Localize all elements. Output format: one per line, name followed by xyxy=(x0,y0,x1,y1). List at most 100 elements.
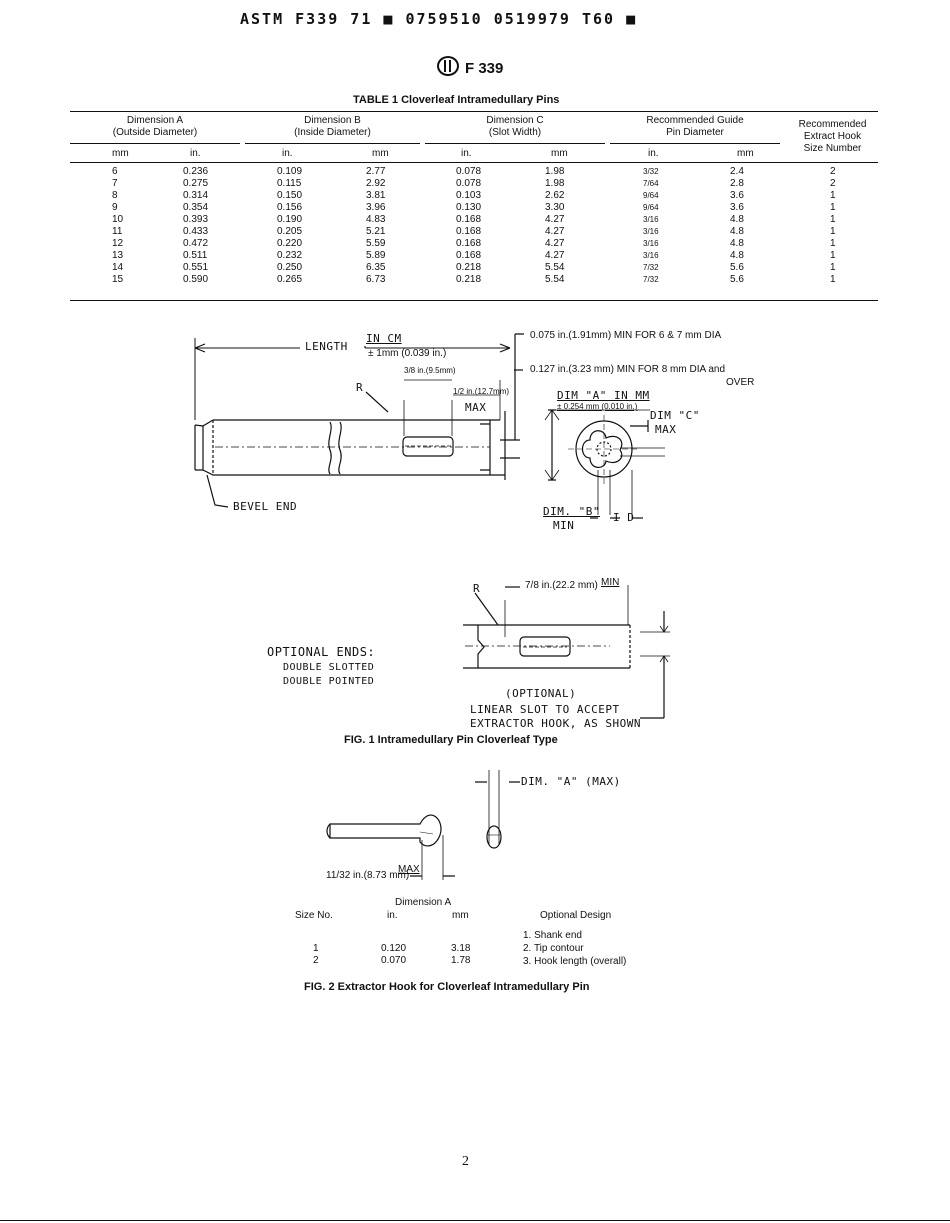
unit-header: in. xyxy=(648,148,659,159)
extractor-hook-label: EXTRACTOR HOOK, AS SHOWN xyxy=(470,717,641,730)
table-cell: 0.205 xyxy=(277,226,303,237)
radius-label: R xyxy=(356,381,364,394)
table-cell: 3.81 xyxy=(366,190,386,201)
table-cell: 9 xyxy=(112,202,118,213)
fig2-size-cell: 2 xyxy=(313,955,319,966)
header-rule xyxy=(70,162,878,163)
table-cell: 6.73 xyxy=(366,274,386,285)
table-cell: 3.6 xyxy=(730,202,744,213)
table-cell: 0.393 xyxy=(183,214,209,225)
table-cell: 2 xyxy=(830,178,836,189)
table-cell: 7/32 xyxy=(643,263,659,272)
max-label: MAX xyxy=(465,401,487,414)
document-code: ASTM F339 71 ■ 0759510 0519979 T60 ■ xyxy=(240,10,638,28)
column-group-line2: Pin Diameter xyxy=(666,127,724,138)
page-bottom-rule xyxy=(0,1220,950,1221)
table-cell: 14 xyxy=(112,262,124,273)
dimension-a-header: Dimension A xyxy=(395,897,452,908)
table-cell: 4.27 xyxy=(545,226,565,237)
table-cell: 3.6 xyxy=(730,190,744,201)
table-cell: 4.8 xyxy=(730,238,744,249)
table-cell: 2.77 xyxy=(366,166,386,177)
table-cell: 4.83 xyxy=(366,214,386,225)
table-cell: 4.27 xyxy=(545,238,565,249)
group-underline xyxy=(70,143,240,144)
table-cell: 1.98 xyxy=(545,166,565,177)
optional-design-header: Optional Design xyxy=(540,910,612,921)
table-cell: 0.218 xyxy=(456,274,482,285)
table-cell: 5.21 xyxy=(366,226,386,237)
table-cell: 1 xyxy=(830,262,836,273)
table-bottom-rule xyxy=(70,300,878,301)
table-cell: 0.265 xyxy=(277,274,303,285)
table-cell: 0.168 xyxy=(456,238,482,249)
table-cell: 0.314 xyxy=(183,190,209,201)
optional-label: (OPTIONAL) xyxy=(505,687,577,700)
optional-design-item: 2. Tip contour xyxy=(523,943,584,954)
fig2-in-cell: 0.070 xyxy=(381,955,407,966)
table-cell: 0.433 xyxy=(183,226,209,237)
in-cm-label: IN CM xyxy=(366,332,402,345)
table-cell: 6 xyxy=(112,166,118,177)
table-cell: 3/16 xyxy=(643,251,659,260)
fig1-caption: FIG. 1 Intramedullary Pin Cloverleaf Typ… xyxy=(344,734,558,746)
column-group-line1: Recommended Guide xyxy=(646,115,744,126)
table-cell: 13 xyxy=(112,250,124,261)
double-slotted-label: DOUBLE SLOTTED xyxy=(283,662,375,673)
column-group-line2: Extract Hook xyxy=(803,131,862,142)
table-cell: 5.6 xyxy=(730,262,744,273)
half-inch-label: 1/2 in.(12.7mm) xyxy=(453,387,510,396)
table-cell: 12 xyxy=(112,238,124,249)
table-cell: 7/32 xyxy=(643,275,659,284)
table-cell: 11 xyxy=(112,226,123,237)
table-cell: 5.89 xyxy=(366,250,386,261)
unit-header: mm xyxy=(551,148,568,159)
table-cell: 0.590 xyxy=(183,274,209,285)
table-cell: 4.8 xyxy=(730,214,744,225)
table-cell: 0.472 xyxy=(183,238,209,249)
id-label: I D xyxy=(613,511,635,524)
tolerance-label: ± 1mm (0.039 in.) xyxy=(368,348,447,359)
column-group-line1: Dimension C xyxy=(486,115,544,126)
note-over: OVER xyxy=(726,377,755,388)
linear-slot-label: LINEAR SLOT TO ACCEPT xyxy=(470,703,620,716)
fig2-size-cell: 1 xyxy=(313,943,319,954)
table-cell: 0.275 xyxy=(183,178,209,189)
table-cell: 0.109 xyxy=(277,166,303,177)
table-cell: 5.6 xyxy=(730,274,744,285)
group-underline xyxy=(245,143,420,144)
table-title: TABLE 1 Cloverleaf Intramedullary Pins xyxy=(353,94,560,106)
table-cell: 1 xyxy=(830,202,836,213)
table-cell: 0.220 xyxy=(277,238,303,249)
size-no-header: Size No. xyxy=(295,910,333,921)
table-cell: 1 xyxy=(830,190,836,201)
dim-a-label: DIM "A" IN MM xyxy=(557,389,650,402)
table-cell: 0.354 xyxy=(183,202,209,213)
group-underline xyxy=(425,143,605,144)
column-group-header: Dimension C(Slot Width) xyxy=(425,115,605,139)
fig2-caption: FIG. 2 Extractor Hook for Cloverleaf Int… xyxy=(304,981,590,993)
table-cell: 2.4 xyxy=(730,166,744,177)
group-underline xyxy=(610,143,780,144)
table-cell: 3/32 xyxy=(643,167,659,176)
table-cell: 1 xyxy=(830,250,836,261)
optional-ends-label: OPTIONAL ENDS: xyxy=(267,645,376,659)
bevel-end-label: BEVEL END xyxy=(233,500,298,513)
fig2-mm-cell: 3.18 xyxy=(451,943,471,954)
table-cell: 1 xyxy=(830,274,836,285)
unit-header: in. xyxy=(282,148,293,159)
column-group-line1: Dimension B xyxy=(304,115,361,126)
table-cell: 2 xyxy=(830,166,836,177)
table-cell: 0.156 xyxy=(277,202,303,213)
table-cell: 2.8 xyxy=(730,178,744,189)
table-cell: 3.96 xyxy=(366,202,386,213)
table-cell: 7 xyxy=(112,178,118,189)
pin-cross-section xyxy=(544,409,665,520)
table-top-rule xyxy=(70,111,878,112)
astm-designation: F 339 xyxy=(437,56,503,77)
extractor-hook-drawing xyxy=(326,770,520,880)
table-cell: 0.236 xyxy=(183,166,209,177)
radius-label-2: R xyxy=(473,582,481,595)
